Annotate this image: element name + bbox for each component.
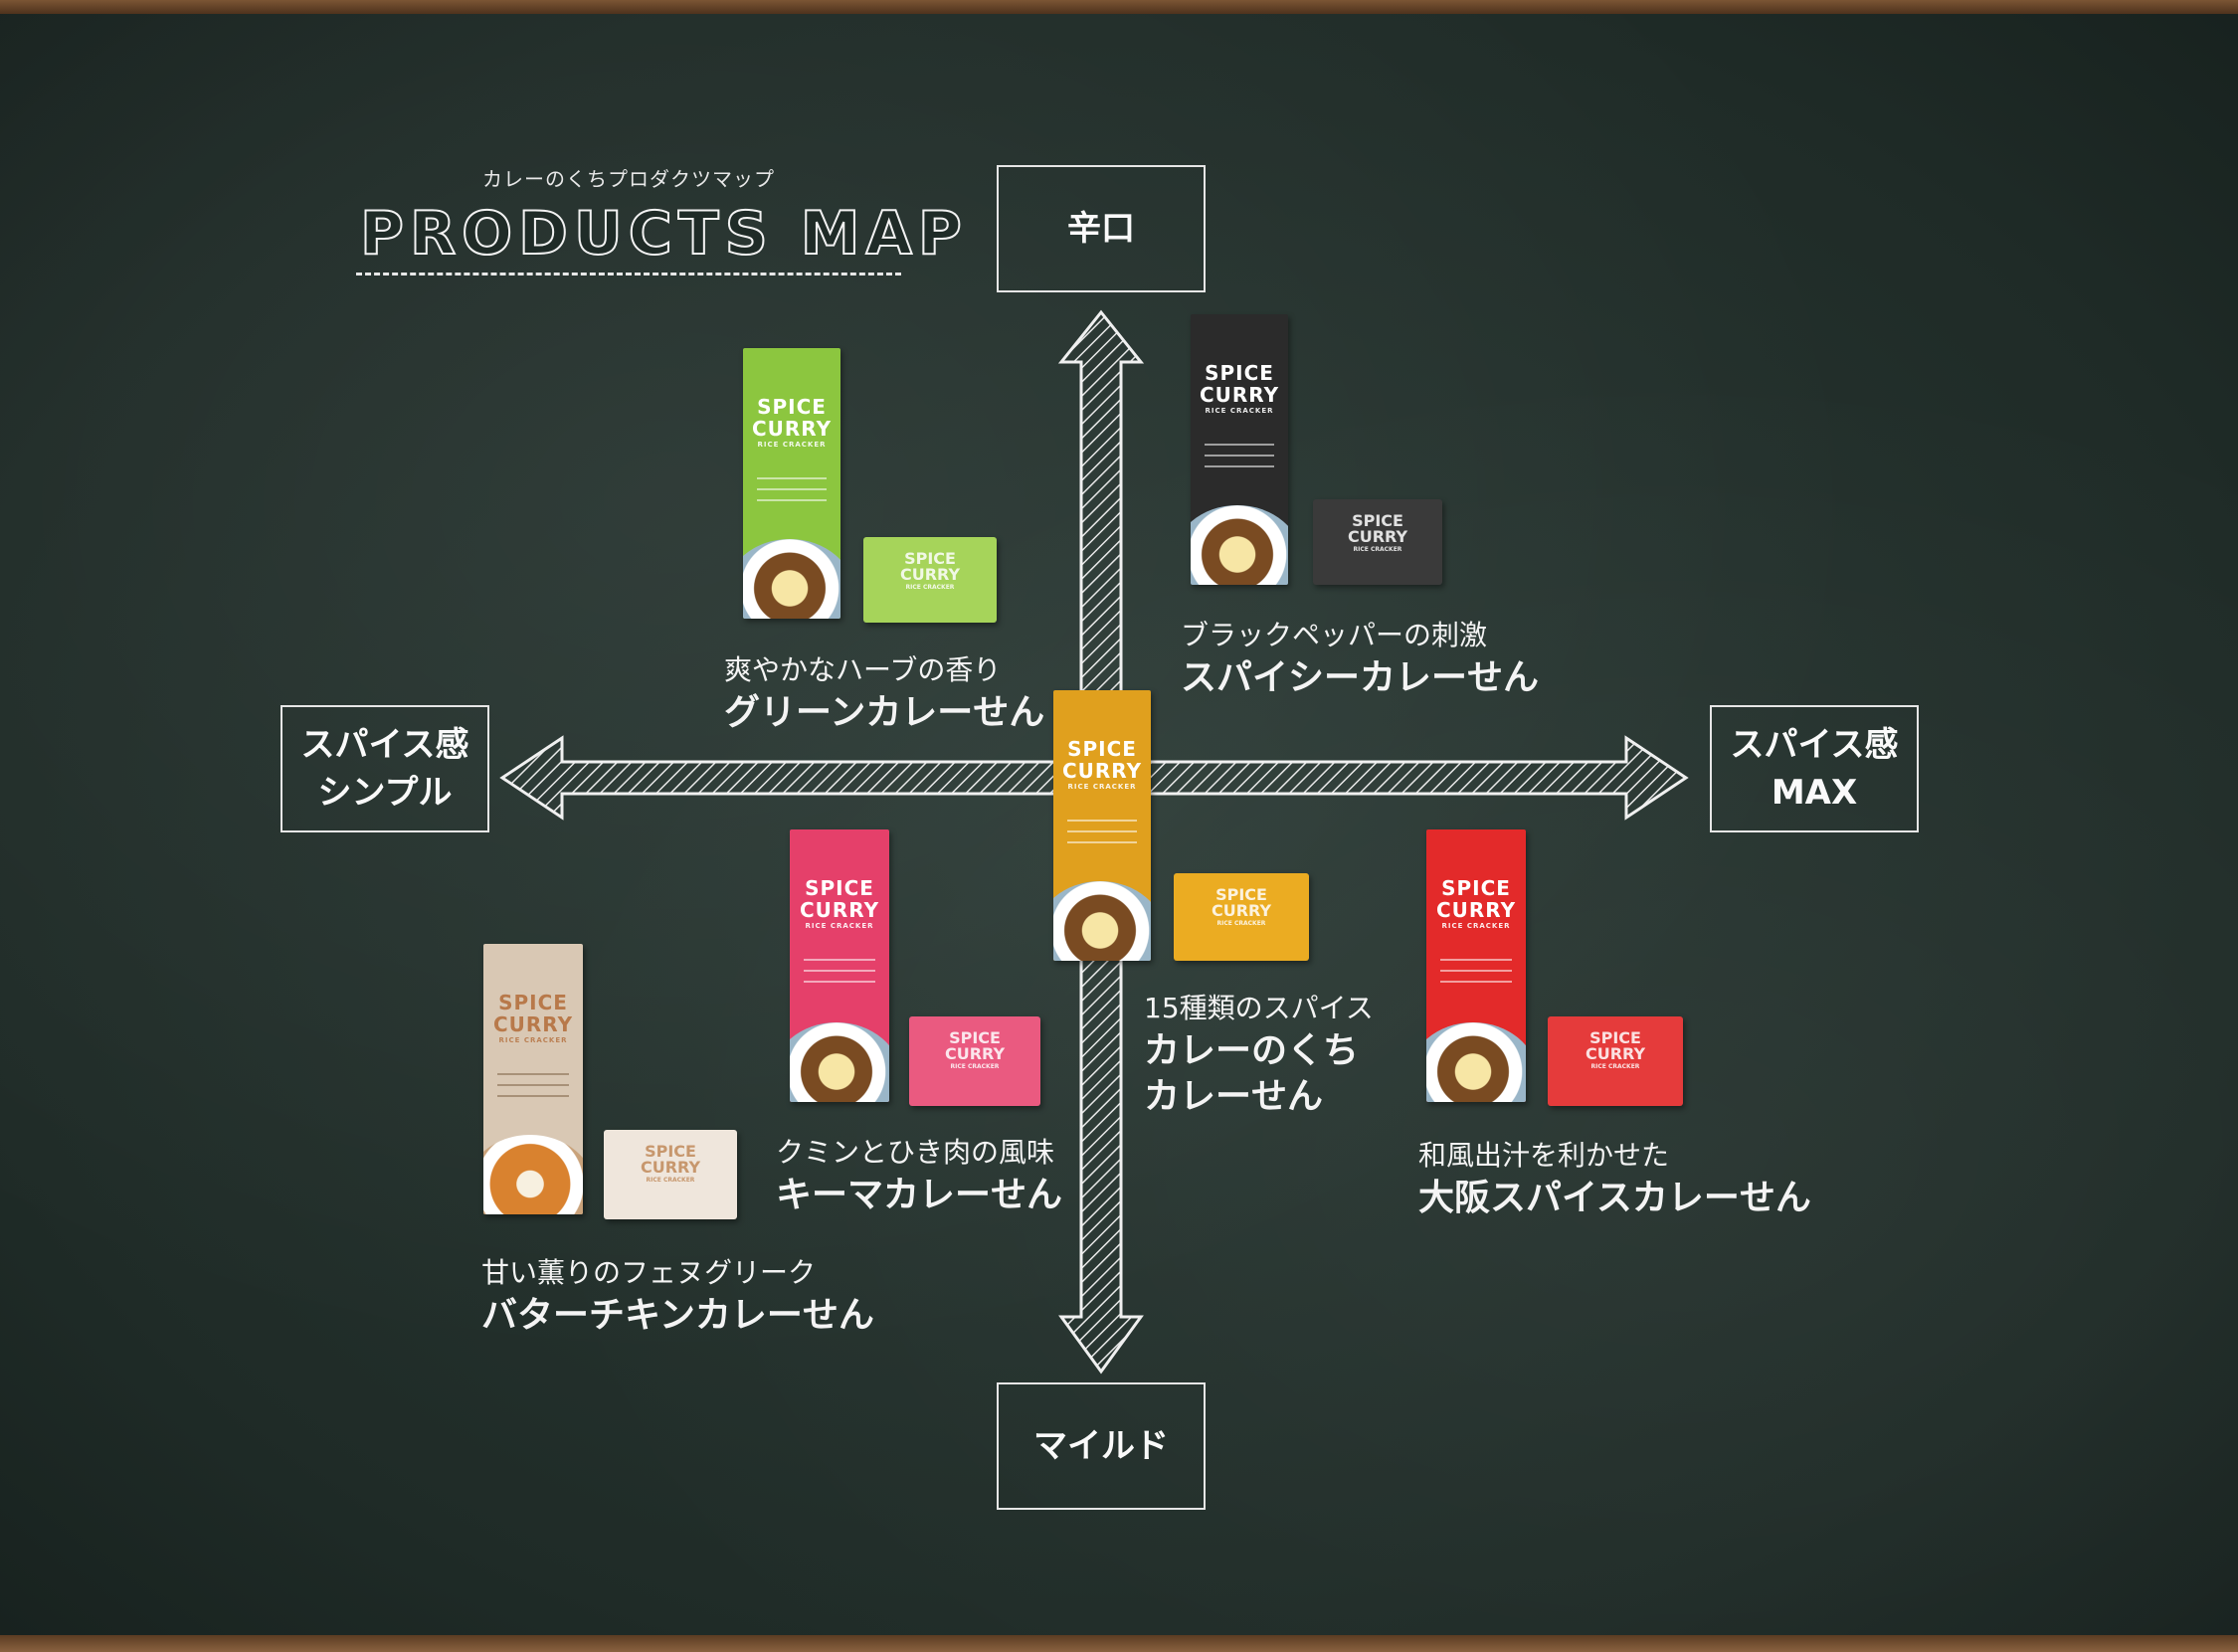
keema-curry-label: クミンとひき肉の風味 キーマカレーせん bbox=[776, 1133, 1062, 1218]
green-curry-tagline: 爽やかなハーブの香り bbox=[724, 653, 1002, 686]
original-curry-name-line1: カレーのくち bbox=[1144, 1030, 1360, 1071]
axis-left-box: スパイス感 シンプル bbox=[280, 705, 489, 832]
axis-left-label-line1: スパイス感 bbox=[300, 725, 469, 765]
osaka-curry-label: 和風出汁を利かせた 大阪スパイスカレーせん bbox=[1418, 1136, 1811, 1221]
spicy-curry-name: スパイシーカレーせん bbox=[1181, 657, 1540, 698]
original-curry-tagline: 15種類のスパイス bbox=[1144, 992, 1374, 1024]
chalkboard: カレーのくちプロダクツマップ PRODUCTS MAP 辛口 マイルド スパイス… bbox=[0, 14, 2238, 1635]
board-frame-top bbox=[0, 0, 2238, 14]
axis-right-label-line1: スパイス感 bbox=[1730, 725, 1899, 765]
keema-curry-tagline: クミンとひき肉の風味 bbox=[776, 1136, 1055, 1169]
axis-right-box: スパイス感 MAX bbox=[1710, 705, 1919, 832]
butter-chicken-tagline: 甘い薫りのフェヌグリーク bbox=[481, 1256, 817, 1289]
map-subtitle: カレーのくちプロダクツマップ bbox=[482, 167, 775, 191]
axis-bottom-label: マイルド bbox=[1033, 1426, 1169, 1466]
axis-left-label-line2: シンプル bbox=[317, 773, 453, 813]
green-curry-label: 爽やかなハーブの香り グリーンカレーせん bbox=[724, 650, 1044, 736]
keema-curry-name: キーマカレーせん bbox=[776, 1175, 1063, 1215]
green-curry-name: グリーンカレーせん bbox=[724, 692, 1045, 733]
map-title: PRODUCTS MAP bbox=[359, 198, 968, 270]
original-curry-name-line2: カレーせん bbox=[1144, 1076, 1324, 1117]
original-curry-label: 15種類のスパイス カレーのくち カレーせん bbox=[1144, 989, 1374, 1120]
board-frame-bottom bbox=[0, 1635, 2238, 1652]
spicy-curry-label: ブラックペッパーの刺激 スパイシーカレーせん bbox=[1181, 616, 1539, 701]
butter-chicken-label: 甘い薫りのフェヌグリーク バターチキンカレーせん bbox=[481, 1253, 874, 1339]
butter-chicken-name: バターチキンカレーせん bbox=[481, 1295, 874, 1336]
osaka-curry-tagline: 和風出汁を利かせた bbox=[1418, 1139, 1670, 1172]
axis-right-label-line2: MAX bbox=[1771, 773, 1858, 813]
axis-top-box: 辛口 bbox=[997, 165, 1206, 292]
title-underline bbox=[356, 273, 901, 275]
spicy-curry-tagline: ブラックペッパーの刺激 bbox=[1181, 619, 1488, 651]
osaka-curry-name: 大阪スパイスカレーせん bbox=[1418, 1178, 1811, 1218]
axis-top-label: 辛口 bbox=[1067, 209, 1135, 249]
axis-bottom-box: マイルド bbox=[997, 1382, 1206, 1510]
